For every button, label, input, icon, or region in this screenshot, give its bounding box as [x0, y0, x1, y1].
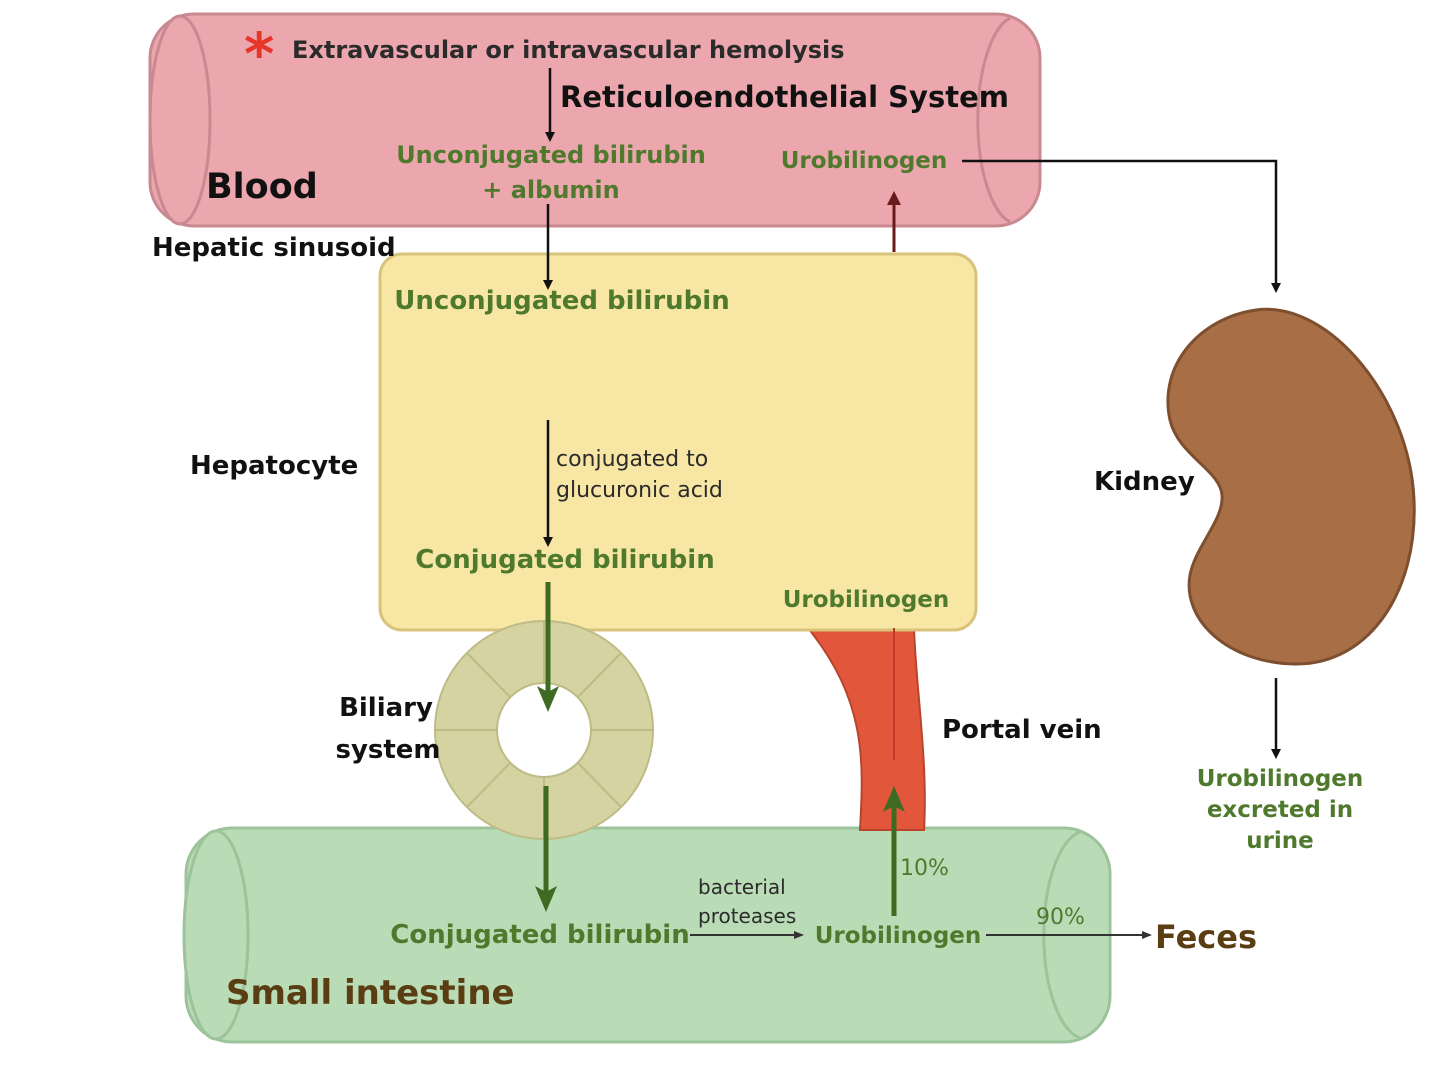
urine-line3: urine	[1246, 828, 1314, 854]
bacterial-line2: proteases	[698, 904, 796, 928]
unconjugated-hepatocyte-label: Unconjugated bilirubin	[394, 286, 729, 316]
urine-line2: excreted in	[1207, 797, 1353, 823]
unconjugated-albumin-line1: Unconjugated bilirubin	[396, 141, 706, 169]
conjugated-hepatocyte-label: Conjugated bilirubin	[415, 545, 714, 575]
biliary-label-line2: system	[335, 735, 440, 765]
arrows	[535, 68, 1281, 939]
asterisk: *	[244, 20, 274, 88]
bacterial-line1: bacterial	[698, 875, 786, 899]
hepatocyte-box	[378, 252, 978, 632]
portal-vein-label: Portal vein	[942, 715, 1102, 745]
arrow-blood-to-kidney	[962, 159, 1281, 293]
urine-line1: Urobilinogen	[1197, 766, 1364, 792]
conjugation-line2: glucuronic acid	[556, 478, 723, 503]
small-intestine	[182, 826, 1112, 1044]
urobilinogen-hepatocyte-label: Urobilinogen	[783, 587, 950, 613]
feces-percentage: 90%	[1036, 905, 1085, 930]
reticuloendothelial-label: Reticuloendothelial System	[560, 80, 1009, 114]
blood-label: Blood	[206, 167, 318, 207]
portal-vein	[805, 627, 926, 831]
hepatocyte-label: Hepatocyte	[190, 451, 358, 481]
small-intestine-label: Small intestine	[226, 973, 515, 1013]
conjugation-line1: conjugated to	[556, 447, 708, 472]
unconjugated-albumin-line2: + albumin	[482, 176, 619, 204]
urobilinogen-blood-label: Urobilinogen	[781, 148, 948, 174]
feces-label: Feces	[1155, 918, 1257, 956]
hemolysis-label: Extravascular or intravascular hemolysis	[292, 36, 845, 64]
kidney-label: Kidney	[1094, 467, 1195, 497]
blood-vessel	[148, 12, 1042, 228]
urobilinogen-intestine-label: Urobilinogen	[815, 923, 982, 949]
kidney-shape	[1166, 307, 1416, 666]
hepatic-sinusoid-label: Hepatic sinusoid	[152, 233, 396, 263]
conjugated-intestine-label: Conjugated bilirubin	[390, 920, 689, 950]
portal-percentage: 10%	[900, 856, 949, 881]
biliary-label-line1: Biliary	[339, 693, 433, 723]
